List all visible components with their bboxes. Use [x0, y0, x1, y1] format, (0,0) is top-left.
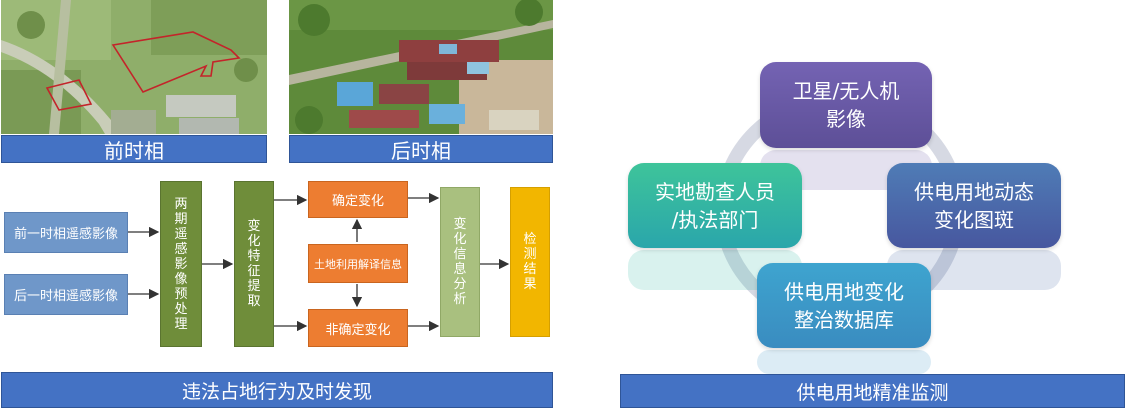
- feature-label: 变化特征提取: [247, 219, 261, 309]
- before-image: [1, 0, 267, 134]
- flow-arrows: [128, 192, 510, 332]
- certain-change-box: 确定变化: [308, 181, 408, 218]
- node-dynamic-patches: 供电用地动态 变化图斑: [887, 163, 1061, 248]
- result-box: 检测结果: [510, 187, 550, 337]
- after-image: [289, 0, 553, 134]
- node-change-database: 供电用地变化 整治数据库: [757, 263, 931, 348]
- preprocess-box: 两期遥感影像预处理: [160, 181, 202, 347]
- before-caption: 前时相: [1, 135, 267, 163]
- input-after-box: 后一时相遥感影像: [4, 274, 128, 315]
- result-label: 检测结果: [523, 232, 537, 292]
- analysis-label: 变化信息分析: [453, 217, 467, 307]
- input-before-box: 前一时相遥感影像: [4, 212, 128, 253]
- node-field-inspection-label: 实地勘查人员 /执法部门: [655, 179, 775, 232]
- preprocess-label: 两期遥感影像预处理: [174, 196, 188, 332]
- landuse-info-box: 土地利用解译信息: [308, 244, 408, 283]
- feature-box: 变化特征提取: [234, 181, 274, 347]
- node-satellite-drone-label: 卫星/无人机 影像: [792, 79, 900, 131]
- node-bottom-reflection: [757, 350, 931, 374]
- right-banner: 供电用地精准监测: [620, 374, 1125, 408]
- node-satellite-drone: 卫星/无人机 影像: [760, 62, 932, 148]
- node-dynamic-patches-label: 供电用地动态 变化图斑: [914, 179, 1034, 232]
- after-caption: 后时相: [289, 135, 553, 163]
- left-banner: 违法占地行为及时发现: [1, 372, 553, 408]
- analysis-box: 变化信息分析: [440, 187, 480, 337]
- node-field-inspection: 实地勘查人员 /执法部门: [628, 163, 802, 248]
- uncertain-change-box: 非确定变化: [308, 309, 408, 347]
- node-change-database-label: 供电用地变化 整治数据库: [784, 279, 904, 332]
